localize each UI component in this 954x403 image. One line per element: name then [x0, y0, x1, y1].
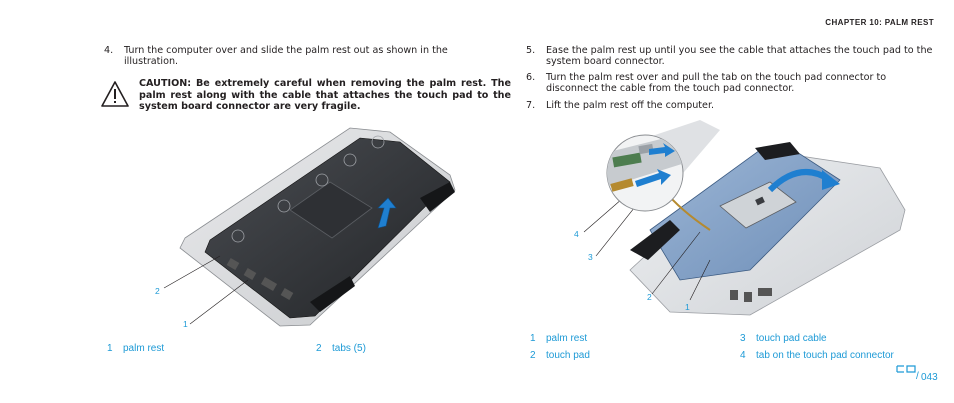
page-number: 043 [921, 372, 938, 383]
legend-item: 1 palm rest [530, 333, 587, 344]
legend-label: tab on the touch pad connector [756, 350, 894, 361]
legend-label: palm rest [123, 343, 165, 354]
legend-label: touch pad [546, 350, 590, 361]
step-4: 4. Turn the computer over and slide the … [104, 45, 504, 69]
callout-2-right: 2 [647, 292, 652, 302]
step-text: Ease the palm rest up until you see the … [546, 45, 933, 67]
warning-triangle-icon [101, 81, 129, 107]
legend-item: 2 tabs (5) [316, 343, 366, 354]
step-number: 5. [526, 45, 536, 56]
step-7: 7. Lift the palm rest off the computer. [526, 100, 934, 114]
step-number: 6. [526, 72, 536, 83]
step-text: Turn the palm rest over and pull the tab… [546, 72, 887, 94]
legend-number: 1 [530, 333, 536, 344]
legend-item: 3 touch pad cable [740, 333, 827, 344]
step-number: 4. [104, 45, 114, 56]
legend-item: 4 tab on the touch pad connector [740, 350, 894, 361]
legend-label: palm rest [546, 333, 588, 344]
brand-logo-icon [896, 365, 916, 373]
connector-detail-inset [606, 134, 684, 212]
legend-number: 4 [740, 350, 746, 361]
callout-4-right: 4 [574, 229, 579, 239]
legend-number: 2 [530, 350, 536, 361]
caution-text: CAUTION: Be extremely careful when remov… [139, 78, 511, 112]
step-text: Turn the computer over and slide the pal… [124, 45, 448, 67]
legend-label: touch pad cable [756, 333, 827, 344]
palm-rest-removal-illustration [163, 127, 456, 327]
step-number: 7. [526, 100, 536, 111]
legend-number: 3 [740, 333, 746, 344]
legend-number: 2 [316, 343, 322, 354]
step-text: Lift the palm rest off the computer. [546, 100, 715, 111]
chapter-header: CHAPTER 10: PALM REST [825, 18, 934, 27]
legend-item: 2 touch pad [530, 350, 590, 361]
step-6: 6. Turn the palm rest over and pull the … [526, 72, 934, 96]
legend-item: 1 palm rest [107, 343, 164, 354]
callout-2-left: 2 [155, 286, 160, 296]
legend-number: 1 [107, 343, 113, 354]
callout-3-right: 3 [588, 252, 593, 262]
callout-1-right: 1 [685, 302, 690, 312]
legend-label: tabs (5) [332, 343, 366, 354]
callout-1-left: 1 [183, 319, 188, 329]
step-5: 5. Ease the palm rest up until you see t… [526, 45, 934, 69]
page-slash: / [916, 371, 919, 382]
